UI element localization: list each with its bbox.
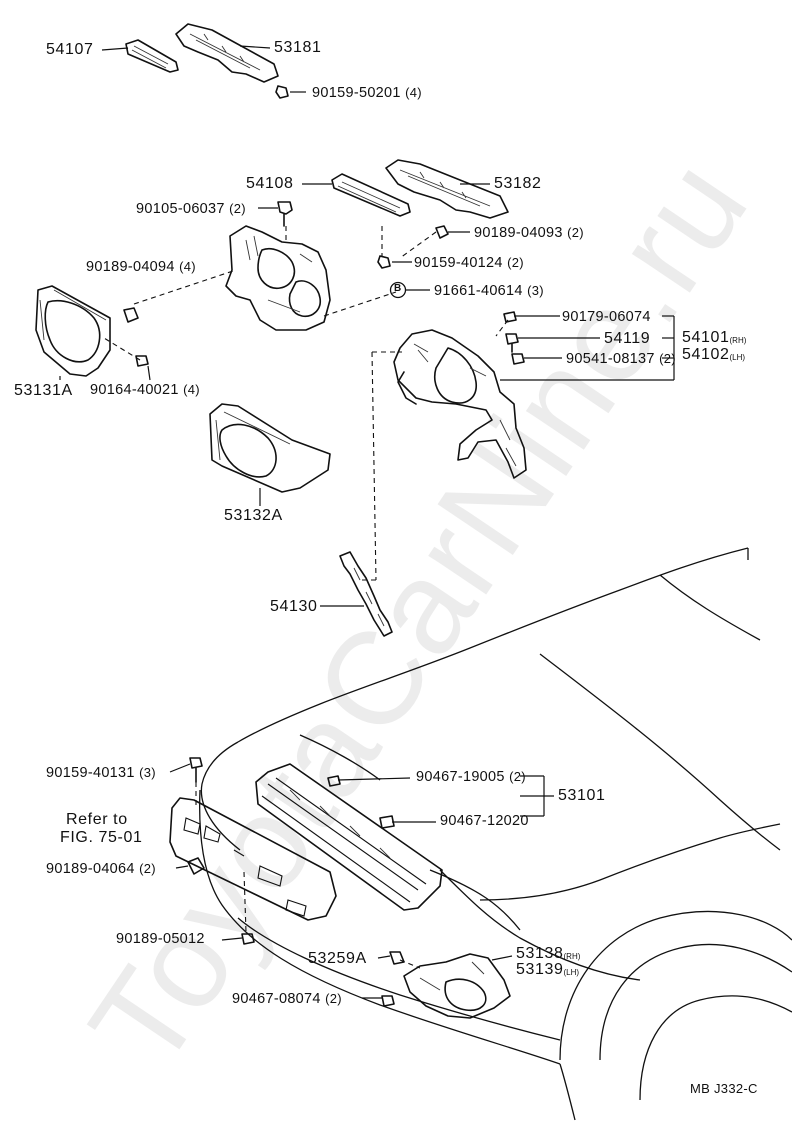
label-53182: 53182 (494, 175, 542, 192)
part-54107 (125, 39, 179, 73)
clip-90467-08074 (381, 995, 395, 1007)
bolt-90105-06037 (277, 201, 293, 227)
label-refer-to: Refer to (66, 811, 128, 828)
nut-90189-04094 (123, 307, 139, 323)
clip-90159-40124 (377, 255, 391, 269)
label-90189-04094: 90189-04094 (4) (86, 259, 196, 275)
car-body-outline (199, 547, 792, 1121)
label-90159-40124: 90159-40124 (2) (414, 255, 524, 271)
clip-90467-19005 (327, 775, 341, 787)
bolt-90179-06074 (503, 311, 517, 323)
bolt-54119 (505, 333, 519, 353)
label-90159-50201: 90159-50201 (4) (312, 85, 422, 101)
clip-90189-04064 (187, 857, 205, 875)
label-90541-08137: 90541-08137 (2) (566, 351, 676, 367)
clip-90189-04093 (435, 225, 449, 239)
clip-90159-50201 (275, 85, 289, 99)
part-54130 (339, 551, 393, 637)
label-90467-19005: 90467-19005 (2) (416, 769, 526, 785)
label-54130: 54130 (270, 598, 318, 615)
part-53182 (385, 159, 509, 219)
label-53138: 53138(RH) (516, 945, 581, 962)
label-90467-12020: 90467-12020 (440, 813, 529, 829)
bolt-90164-40021 (135, 355, 149, 367)
b-marker-circle (389, 281, 407, 299)
label-53101: 53101 (558, 787, 606, 804)
part-53132A (209, 403, 331, 493)
screw-90159-40131 (189, 757, 203, 783)
label-53181: 53181 (274, 39, 322, 56)
lower-grille (169, 797, 337, 921)
label-53131A: 53131A (14, 382, 73, 399)
drawing-code: MB J332-C (690, 1081, 758, 1096)
hinge-54101-54102 (393, 329, 527, 479)
label-refer-fig: FIG. 75-01 (60, 829, 143, 846)
part-54108 (331, 173, 411, 217)
b-marker: B (394, 283, 402, 294)
label-54119: 54119 (604, 330, 651, 347)
label-54101: 54101(RH) (682, 329, 747, 346)
label-54107: 54107 (46, 41, 94, 58)
label-54108: 54108 (246, 175, 294, 192)
label-90159-40131: 90159-40131 (3) (46, 765, 156, 781)
label-90189-05012: 90189-05012 (116, 931, 205, 947)
label-53259A: 53259A (308, 950, 367, 967)
clip-90467-12020 (379, 815, 395, 829)
label-90105-06037: 90105-06037 (2) (136, 201, 246, 217)
bracket-53138-53139 (403, 953, 511, 1019)
label-53139: 53139(LH) (516, 961, 580, 978)
leader-lines (59, 45, 675, 999)
nut-90541-08137 (511, 353, 525, 365)
part-53181 (175, 23, 279, 83)
clip-53259A (389, 951, 405, 965)
label-90179-06074: 90179-06074 (562, 309, 651, 325)
part-53131A (35, 285, 111, 377)
headlamp-bracket-center (225, 225, 331, 331)
label-90189-04093: 90189-04093 (2) (474, 225, 584, 241)
label-91661-40614: 91661-40614 (3) (434, 283, 544, 299)
label-90467-08074: 90467-08074 (2) (232, 991, 342, 1007)
label-90189-04064: 90189-04064 (2) (46, 861, 156, 877)
label-90164-40021: 90164-40021 (4) (90, 382, 200, 398)
label-54102: 54102(LH) (682, 346, 746, 363)
label-53132A: 53132A (224, 507, 283, 524)
assembly-dashed-lines (103, 226, 509, 969)
grille-53101 (255, 763, 443, 911)
clip-90189-05012 (241, 933, 255, 945)
